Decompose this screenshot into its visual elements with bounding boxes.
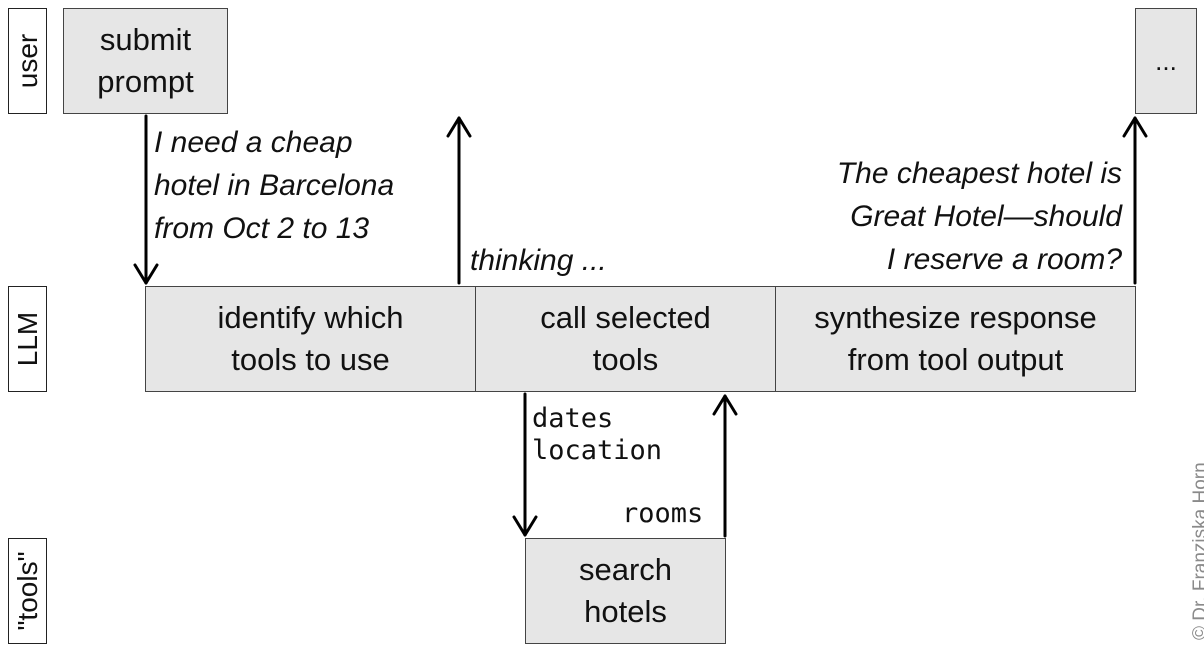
- search-hotels-line-1: search: [578, 552, 673, 587]
- submit-prompt-line-1: submit: [99, 22, 192, 57]
- prompt-text: I need a cheap hotel in Barcelona from O…: [154, 121, 394, 250]
- lane-label-llm: LLM: [8, 286, 47, 392]
- response-text: The cheapest hotel is Great Hotel—should…: [837, 152, 1122, 281]
- lane-label-tools: "tools": [8, 538, 47, 644]
- arrow-thinking-to-user: [446, 116, 472, 285]
- synthesize-line-2: from tool output: [847, 342, 1064, 377]
- search-hotels-line-2: hotels: [584, 594, 667, 629]
- identify-tools-box: identify which tools to use: [145, 286, 476, 392]
- tool-output-rooms: rooms: [622, 498, 704, 529]
- ellipsis-text: ...: [1155, 46, 1177, 76]
- identify-tools-line-2: tools to use: [231, 342, 390, 377]
- tool-inputs: dates location: [532, 403, 662, 467]
- arrow-response-to-user: [1122, 116, 1148, 285]
- arrow-call-to-tool: [512, 392, 538, 537]
- prompt-line-3: from Oct 2 to 13: [154, 212, 370, 245]
- search-hotels-box: search hotels: [525, 538, 726, 644]
- response-line-3: I reserve a room?: [886, 243, 1122, 276]
- call-tools-line-2: tools: [592, 342, 659, 377]
- response-line-1: The cheapest hotel is: [836, 157, 1122, 190]
- submit-prompt-line-2: prompt: [97, 64, 194, 99]
- submit-prompt-box: submit prompt: [63, 8, 228, 114]
- tool-input-dates: dates: [532, 403, 614, 434]
- arrow-tool-to-call: [712, 394, 738, 538]
- arrow-prompt-to-llm: [133, 114, 159, 285]
- prompt-line-1: I need a cheap: [154, 126, 353, 159]
- lane-label-user: user: [8, 8, 47, 114]
- response-line-2: Great Hotel—should: [850, 200, 1122, 233]
- copyright-text: © Dr. Franziska Horn: [1190, 462, 1204, 640]
- identify-tools-line-1: identify which: [217, 300, 404, 335]
- ellipsis-box: ...: [1135, 8, 1197, 114]
- prompt-line-2: hotel in Barcelona: [154, 169, 395, 202]
- synthesize-line-1: synthesize response: [814, 300, 1097, 335]
- call-tools-line-1: call selected: [540, 300, 711, 335]
- synthesize-box: synthesize response from tool output: [775, 286, 1136, 392]
- thinking-text: thinking ...: [470, 244, 607, 277]
- tool-input-location: location: [532, 435, 663, 466]
- call-tools-box: call selected tools: [475, 286, 776, 392]
